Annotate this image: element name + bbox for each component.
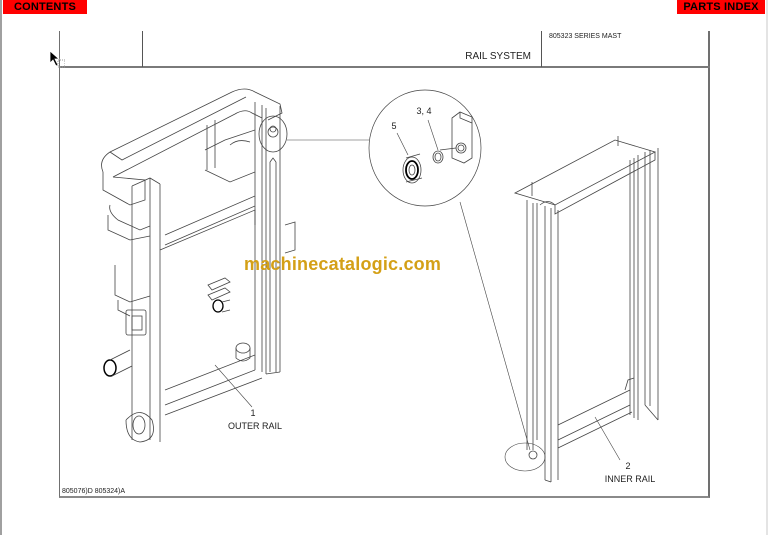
callout-label-inner-rail: INNER RAIL [604, 474, 656, 484]
left-edge-strip [0, 0, 2, 535]
mouse-cursor-icon [49, 50, 65, 68]
watermark: machinecatalogic.com [244, 254, 442, 274]
drawing-frame [59, 31, 710, 498]
roller-detail-inset [287, 89, 531, 451]
parts-index-button[interactable]: PARTS INDEX [677, 0, 765, 14]
inner-rail-drawing [504, 136, 659, 483]
title-block-separator-right [541, 31, 542, 67]
drawing-number: 805076)D 805324)A [62, 488, 126, 495]
callout-number-washer: 3, 4 [416, 106, 432, 116]
page-title: RAIL SYSTEM [465, 51, 531, 62]
title-block-divider [59, 66, 710, 68]
outer-rail-drawing [101, 88, 296, 443]
right-edge-strip [766, 0, 768, 535]
callout-label-outer-rail: OUTER RAIL [227, 421, 282, 431]
callout-number-roller: 5 [391, 121, 397, 131]
series-label: 805323 SERIES MAST [549, 33, 622, 40]
contents-button[interactable]: CONTENTS [3, 0, 87, 14]
callout-number-outer-rail: 1 [250, 408, 256, 418]
title-block-separator-left [142, 31, 143, 67]
callout-number-inner-rail: 2 [625, 461, 631, 471]
